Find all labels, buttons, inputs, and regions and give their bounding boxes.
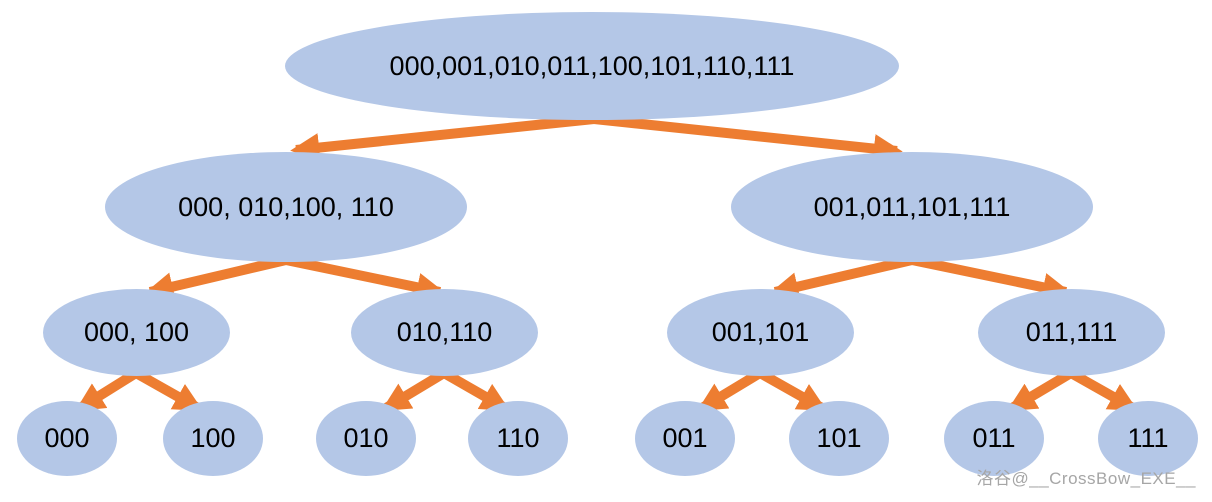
edge-l2-0-to-l3-0: [144, 255, 288, 301]
edge-l2-0-to-l3-1: [284, 255, 446, 302]
tree-leaf-010: 010: [316, 401, 416, 476]
tree-node-level3-1: 010,110: [351, 289, 538, 376]
tree-node-root-label: 000,001,010,011,100,101,110,111: [389, 50, 795, 81]
tree-node-level3-2: 001,101: [667, 289, 854, 376]
tree-node-level2-left: 000, 010,100, 110: [105, 152, 467, 262]
tree-leaf-001: 001: [635, 401, 735, 476]
tree-leaf-101: 101: [789, 401, 889, 476]
tree-node-level3-1-label: 010,110: [396, 317, 493, 347]
edge-l3-1-to-leaf-2: [381, 368, 447, 413]
edge-l3-2-to-leaf-4: [697, 368, 763, 413]
tree-node-level2-right-label: 001,011,101,111: [813, 191, 1011, 222]
edge-l3-3-to-leaf-6: [1007, 368, 1074, 413]
edge-root-to-l2-1: [593, 114, 903, 163]
edge-l2-1-to-l3-2: [769, 255, 914, 301]
tree-node-level2-left-label: 000, 010,100, 110: [178, 191, 394, 222]
tree-leaf-000-label: 000: [44, 423, 90, 453]
tree-node-level3-0-label: 000, 100: [83, 317, 190, 347]
tree-node-level3-3: 011,111: [978, 289, 1165, 376]
tree-node-level2-right: 001,011,101,111: [731, 152, 1093, 262]
edge-l3-1-to-leaf-3: [441, 368, 511, 413]
tree-leaf-000: 000: [17, 401, 117, 476]
edge-l3-3-to-leaf-7: [1068, 368, 1139, 413]
edge-root-to-l2-0: [290, 114, 595, 163]
tree-node-level3-0: 000, 100: [43, 289, 230, 376]
tree-leaf-001-label: 001: [662, 423, 708, 453]
edge-l3-0-to-leaf-1: [133, 368, 204, 413]
edge-l3-2-to-leaf-5: [757, 368, 828, 413]
tree-leaf-010-label: 010: [343, 423, 389, 453]
tree-leaf-111-label: 111: [1127, 423, 1169, 453]
tree-leaf-011-label: 011: [972, 423, 1016, 453]
watermark-text: 洛谷@__CrossBow_EXE__: [976, 469, 1196, 488]
tree-leaf-101-label: 101: [816, 423, 862, 453]
tree-leaf-110: 110: [468, 401, 568, 476]
tree-node-level3-2-label: 001,101: [711, 317, 810, 347]
tree-node-root: 000,001,010,011,100,101,110,111: [285, 12, 899, 120]
tree-leaf-100: 100: [163, 401, 263, 476]
tree-leaf-011: 011: [944, 401, 1044, 476]
edge-l2-1-to-l3-3: [910, 255, 1072, 302]
tree-leaf-110-label: 110: [496, 423, 540, 453]
tree-leaf-100-label: 100: [190, 423, 236, 453]
tree-node-level3-3-label: 011,111: [1025, 317, 1118, 347]
tree-leaf-111: 111: [1098, 401, 1198, 476]
edge-l3-0-to-leaf-0: [75, 368, 139, 413]
